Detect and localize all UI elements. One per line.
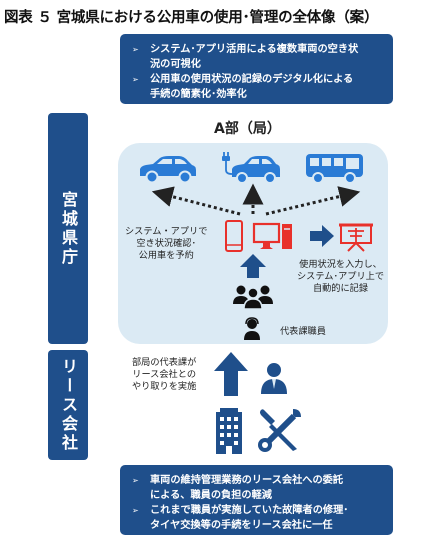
lease-label: リース会社 <box>59 357 78 453</box>
reservation-note: システム・アプリで 空き状況確認･ 公用車を予約 <box>125 226 208 261</box>
businessman-icon <box>261 363 287 394</box>
miyagi-label: 宮城県庁 <box>59 190 78 267</box>
representative-label: 代表課職員 <box>280 326 326 337</box>
computer-icon <box>252 222 292 249</box>
miyagi-prefecture-label-bar: 宮城県庁 <box>48 113 88 344</box>
right-arrow-icon <box>310 225 334 247</box>
bottom-benefit-item: ➢ 車両の維持管理業務のリース会社への委託による、職員の負担の軽減 <box>132 475 344 501</box>
figure-title: 図表 ５ 宮城県における公用車の使用･管理の全体像（案） <box>4 10 379 26</box>
lease-interaction-note: 部局の代表課が リース会社との やり取りを実施 <box>132 357 197 392</box>
top-benefits-box: ➢ システム･アプリ活用による複数車両の空き状況の可視化 ➢ 公用車の使用状況の… <box>120 34 393 104</box>
up-arrow-icon <box>240 254 266 278</box>
office-building-icon <box>216 408 242 454</box>
top-benefit-item: ➢ 公用車の使用状況の記録のデジタル化による手続の簡素化･効率化 <box>132 74 354 100</box>
top-benefit-item: ➢ システム･アプリ活用による複数車両の空き状況の可視化 <box>132 44 359 70</box>
bottom-benefit-item: ➢ これまで職員が実施していた故障者の修理･タイヤ交換等の手続をリース会社に一任 <box>132 505 349 531</box>
arrow-bullet-icon: ➢ <box>132 476 139 485</box>
sedan-icon <box>140 156 196 184</box>
dotted-arrows <box>151 183 361 216</box>
arrow-bullet-icon: ➢ <box>132 45 139 54</box>
electric-car-icon <box>222 152 280 184</box>
bus-icon <box>306 154 363 184</box>
up-arrow-icon <box>214 352 248 396</box>
arrow-bullet-icon: ➢ <box>132 75 139 84</box>
smartphone-icon <box>225 220 243 252</box>
tools-icon <box>258 409 301 452</box>
people-group-icon <box>233 285 273 310</box>
logbook-icon <box>339 223 373 252</box>
headset-user-icon <box>244 317 260 340</box>
arrow-bullet-icon: ➢ <box>132 506 139 515</box>
bottom-benefits-box: ➢ 車両の維持管理業務のリース会社への委託による、職員の負担の軽減 ➢ これまで… <box>120 465 393 535</box>
record-note: 使用状況を入力し、 システム･アプリ上で 自動的に記録 <box>297 259 385 294</box>
department-label: A部（局） <box>214 121 281 137</box>
lease-company-label-bar: リース会社 <box>48 350 88 460</box>
